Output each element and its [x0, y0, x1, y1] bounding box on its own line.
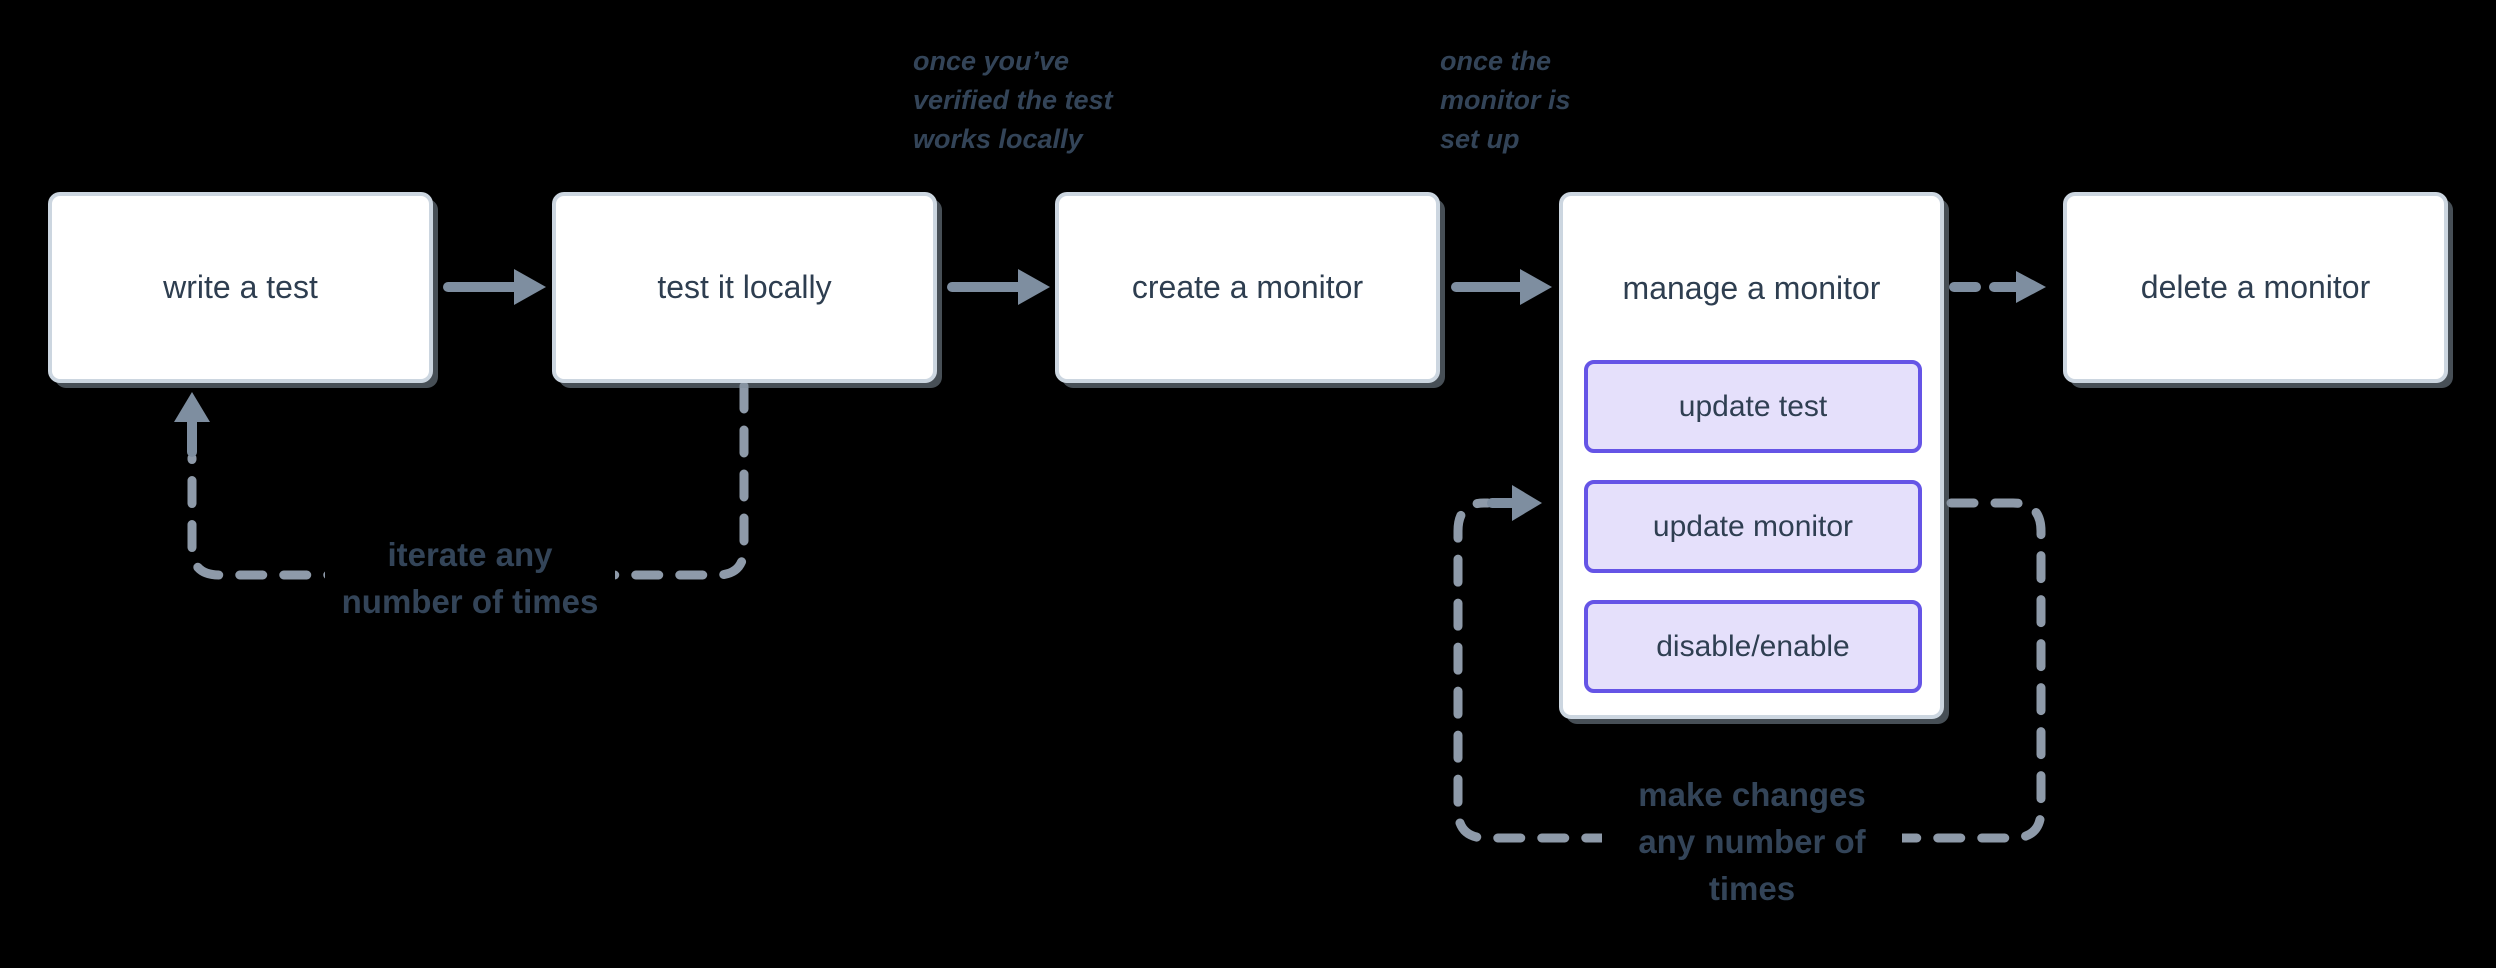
flow-node-create-a-monitor: create a monitor: [1055, 192, 1440, 383]
arrowhead-right-icon: [1520, 269, 1552, 305]
node-label: create a monitor: [1131, 269, 1364, 305]
action-label: update test: [1678, 389, 1828, 423]
flow-node-write-a-test: write a test: [48, 192, 433, 383]
node-label: delete a monitor: [2140, 269, 2371, 305]
loop-label-iterate: iterate any number of times: [325, 531, 615, 625]
action-disable-enable: disable/enable: [1584, 600, 1922, 693]
flow-node-delete-a-monitor: delete a monitor: [2063, 192, 2448, 383]
action-label: update monitor: [1652, 509, 1854, 543]
node-label: manage a monitor: [1622, 270, 1881, 306]
annotation-once-verified: once you’ve verified the test works loca…: [913, 46, 1113, 154]
node-label: write a test: [163, 269, 318, 305]
arrow-manage-to-delete: [1949, 271, 2046, 303]
arrowhead-right-icon: [2016, 271, 2046, 303]
action-update-monitor: update monitor: [1584, 480, 1922, 573]
node-label: test it locally: [657, 269, 832, 305]
arrow-test-to-create: [947, 269, 1050, 305]
arrowhead-up-icon: [174, 392, 210, 422]
arrowhead-right-icon: [1018, 269, 1050, 305]
loop-label-make-changes: make changes any number of times: [1602, 771, 1902, 912]
annotation-once-set-up: once the monitor is set up: [1440, 46, 1571, 154]
loop-make-changes-path: [1453, 485, 2046, 843]
flow-node-manage-a-monitor: manage a monitor update test update moni…: [1559, 192, 1944, 719]
arrow-write-to-test: [443, 269, 546, 305]
action-label: disable/enable: [1656, 629, 1850, 663]
arrowhead-right-icon: [514, 269, 546, 305]
arrowhead-right-icon: [1512, 485, 1542, 521]
action-update-test: update test: [1584, 360, 1922, 453]
flow-node-test-it-locally: test it locally: [552, 192, 937, 383]
arrow-create-to-manage: [1451, 269, 1552, 305]
